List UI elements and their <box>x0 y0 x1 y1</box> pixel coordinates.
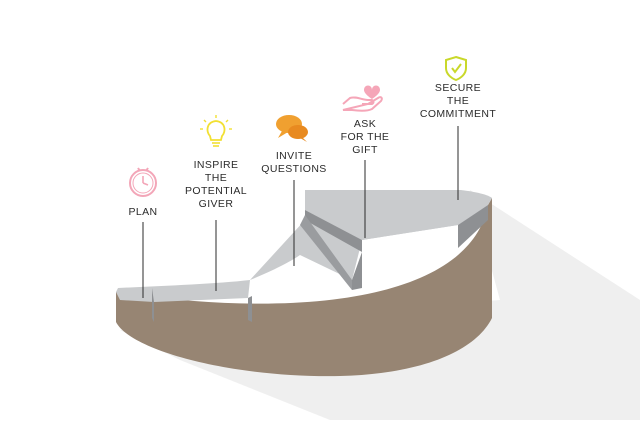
step-riser-c <box>152 288 154 322</box>
step-label-inspire: INSPIRE THE POTENTIAL GIVER <box>185 159 247 210</box>
lightbulb-icon <box>200 115 232 147</box>
step-riser-a <box>305 190 362 252</box>
step-label-ask: ASK FOR THE GIFT <box>340 118 390 156</box>
stair-cylinder-side <box>116 198 492 377</box>
speech-bubbles-icon <box>276 115 308 142</box>
shield-icon <box>445 55 467 82</box>
clock-icon <box>129 167 157 197</box>
step-label-invite: INVITE QUESTIONS <box>261 150 327 175</box>
step-riser-b <box>300 215 352 290</box>
hand-heart-icon <box>342 85 383 112</box>
step-riser-d <box>248 296 252 322</box>
step-label-secure: SECURE THE COMMITMENT <box>419 82 497 120</box>
step-riser-f <box>458 205 488 248</box>
step-riser-e <box>352 252 362 290</box>
step-top-upper <box>305 190 492 240</box>
step-label-plan: PLAN <box>128 206 158 218</box>
